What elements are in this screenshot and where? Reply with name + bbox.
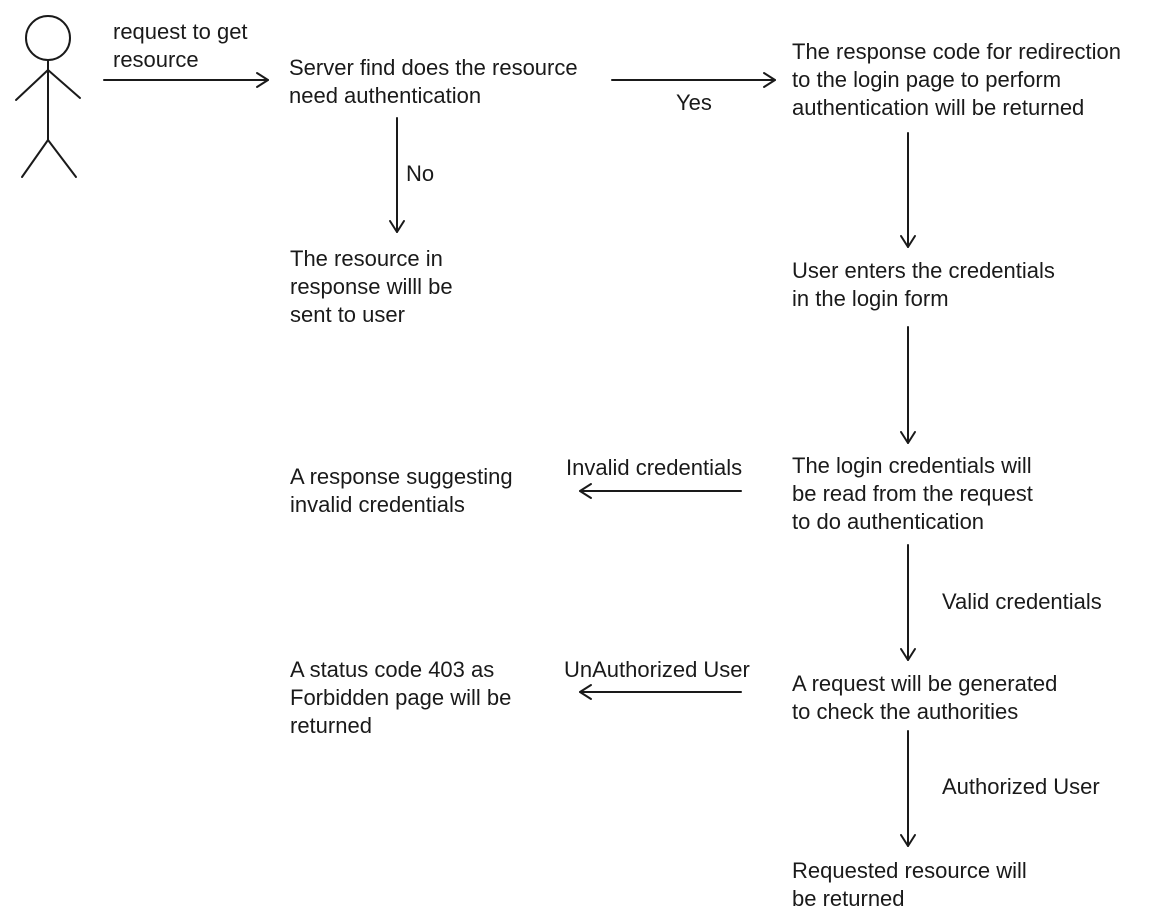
node-read-credentials: The login credentials will be read from … [792,453,1033,534]
node-forbidden: A status code 403 as Forbidden page will… [290,657,512,738]
stick-figure-user-icon [15,15,81,178]
actor-head [25,15,71,61]
edge-label-valid: Valid credentials [942,589,1102,614]
node-check-authorities: A request will be generated to check the… [792,671,1058,724]
node-server-check: Server find does the resource need authe… [289,55,578,108]
arrow-request [103,72,269,88]
arrow-redirect-to-login [900,132,916,248]
arrow-authorized [900,730,916,847]
arrow-yes [611,72,776,88]
actor-left-leg [21,139,49,178]
actor-right-arm [47,69,81,99]
node-enter-credentials: User enters the credentials in the login… [792,258,1055,311]
edge-label-yes: Yes [676,90,712,115]
edge-label-unauthorized: UnAuthorized User [564,657,750,682]
actor-right-leg [47,139,77,178]
edge-label-request: request to get resource [113,19,248,72]
node-invalid-response: A response suggesting invalid credential… [290,464,513,517]
actor-left-arm [15,69,49,101]
arrow-login-to-read [900,326,916,444]
edge-label-authorized: Authorized User [942,774,1100,799]
node-resource-sent: The resource in response willl be sent t… [290,246,453,327]
edge-label-invalid: Invalid credentials [566,455,743,480]
edge-label-no: No [406,161,435,186]
arrow-no [389,117,405,233]
arrow-invalid [579,483,742,499]
node-redirect-login: The response code for redirection to the… [792,39,1121,120]
node-resource-returned: Requested resource will be returned [792,858,1027,911]
arrow-unauthorized [579,684,742,700]
arrow-valid [900,544,916,661]
